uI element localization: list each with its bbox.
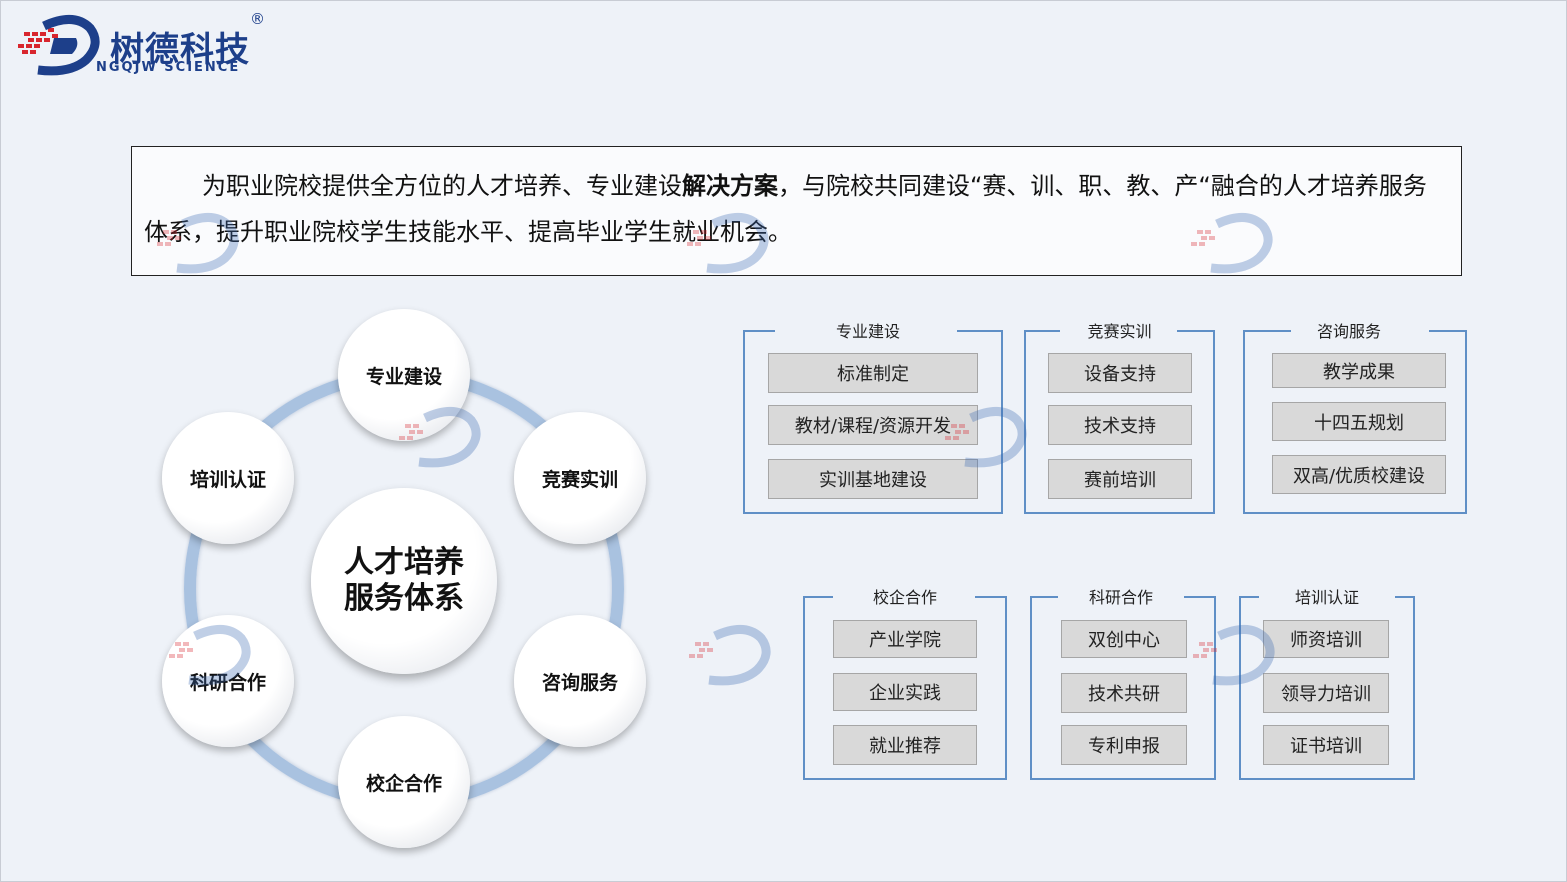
group-title: 校企合作 — [872, 588, 937, 607]
center-line1: 人才培养 — [344, 545, 464, 580]
group-research-cooperation: 科研合作 双创中心 技术共研 专利申报 — [1030, 588, 1216, 780]
node-training-certification: 培训认证 — [162, 412, 294, 544]
group-title: 科研合作 — [1088, 588, 1153, 607]
group-item: 双创中心 — [1061, 620, 1187, 658]
group-item: 十四五规划 — [1272, 402, 1446, 441]
group-title: 专业建设 — [835, 322, 900, 341]
company-logo: 树德科技 NGQJW SCIENCE ® — [14, 8, 284, 78]
logo-name: 树德科技 — [110, 30, 250, 70]
group-item: 教学成果 — [1272, 353, 1446, 388]
intro-text-part1: 为职业院校提供全方位的人才培养、专业建设 — [202, 172, 682, 200]
group-border-top-left — [1032, 596, 1058, 598]
group-border-top-right — [1184, 596, 1214, 598]
logo-mark-icon — [18, 15, 100, 76]
group-item: 赛前培训 — [1048, 459, 1192, 499]
group-professional-construction: 专业建设 标准制定 教材/课程/资源开发 实训基地建设 — [743, 322, 1003, 514]
group-item: 教材/课程/资源开发 — [768, 405, 978, 445]
group-border-top-left — [805, 596, 833, 598]
group-competition-training: 竞赛实训 设备支持 技术支持 赛前培训 — [1024, 322, 1215, 514]
group-item: 双高/优质校建设 — [1272, 455, 1446, 494]
group-item: 设备支持 — [1048, 353, 1192, 393]
group-border-top-left — [1241, 596, 1259, 598]
group-border-top-right — [975, 596, 1005, 598]
group-item: 标准制定 — [768, 353, 978, 393]
logo-subtitle: NGQJW SCIENCE — [96, 60, 241, 75]
group-item: 就业推荐 — [833, 725, 977, 765]
node-professional-construction: 专业建设 — [338, 309, 470, 441]
center-node: 人才培养 服务体系 — [311, 488, 497, 674]
group-school-enterprise: 校企合作 产业学院 企业实践 就业推荐 — [803, 588, 1007, 780]
group-item: 师资培训 — [1263, 620, 1389, 658]
group-title: 竞赛实训 — [1087, 322, 1152, 341]
node-competition-training: 竞赛实训 — [514, 412, 646, 544]
group-consulting-service: 咨询服务 教学成果 十四五规划 双高/优质校建设 — [1243, 322, 1467, 514]
group-title: 培训认证 — [1294, 588, 1359, 607]
group-item: 产业学院 — [833, 620, 977, 658]
group-item: 专利申报 — [1061, 725, 1187, 765]
group-title: 咨询服务 — [1316, 322, 1381, 341]
intro-text-box: 为职业院校提供全方位的人才培养、专业建设解决方案，与院校共同建设“赛、训、职、教… — [131, 146, 1462, 276]
group-item: 企业实践 — [833, 673, 977, 711]
group-border-top-right — [1177, 330, 1213, 332]
group-border-top-right — [1395, 596, 1413, 598]
group-item: 领导力培训 — [1263, 673, 1389, 713]
group-training-certification: 培训认证 师资培训 领导力培训 证书培训 — [1239, 588, 1415, 780]
group-border-top-left — [1245, 330, 1291, 332]
group-border-top-left — [745, 330, 775, 332]
group-item: 实训基地建设 — [768, 459, 978, 499]
center-line2: 服务体系 — [344, 581, 464, 616]
intro-text-bold: 解决方案 — [682, 172, 778, 200]
node-consulting-service: 咨询服务 — [514, 615, 646, 747]
group-border-top-right — [957, 330, 1001, 332]
group-border-top-left — [1026, 330, 1060, 332]
group-item: 技术支持 — [1048, 405, 1192, 445]
group-item: 证书培训 — [1263, 725, 1389, 765]
intro-text-part2: ，与院校共同建设“赛、训、职、教、产“融合的人才培养服务体系，提升职业院校学生技… — [144, 172, 1427, 246]
group-border-top-right — [1429, 330, 1465, 332]
node-research-cooperation: 科研合作 — [162, 615, 294, 747]
group-item: 技术共研 — [1061, 673, 1187, 713]
node-school-enterprise: 校企合作 — [338, 716, 470, 848]
logo-registered-mark: ® — [250, 10, 265, 28]
